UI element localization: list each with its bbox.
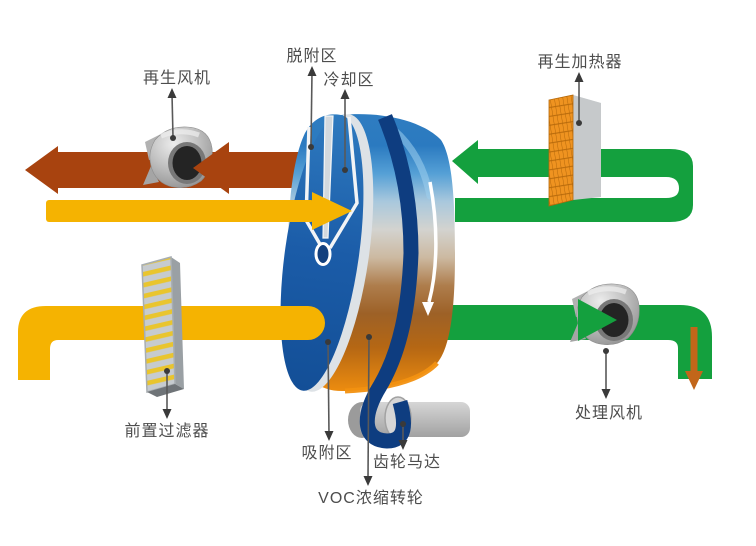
regeneration-fan (143, 127, 212, 188)
process-inlet-duct (18, 306, 325, 380)
wedge-hub (314, 242, 332, 266)
label-voc-rotor: VOC浓缩转轮 (318, 490, 424, 507)
leader-lines (162, 66, 611, 486)
exhaust-arrow-shaft (690, 327, 698, 372)
leader-regen-heater (574, 72, 584, 126)
regeneration-flow-arrowhead (452, 140, 478, 184)
leader-cooling (340, 89, 350, 173)
label-prefilter: 前置过滤器 (124, 423, 210, 440)
label-process-fan: 处理风机 (574, 405, 644, 422)
label-cooling: 冷却区 (323, 72, 375, 89)
prefilter (141, 256, 184, 397)
rotation-arrow (427, 181, 438, 303)
voc-exhaust-arrowhead-mid (193, 142, 229, 194)
zone-wedge-right-edge (328, 116, 359, 249)
label-gear-motor: 齿轮马达 (372, 454, 442, 471)
heater-side-face (573, 95, 601, 200)
process-outlet-duct-path (445, 305, 712, 379)
rotation-arrow-head (422, 302, 434, 316)
label-desorption: 脱附区 (286, 48, 338, 65)
label-adsorption: 吸附区 (301, 445, 353, 462)
prefilter-front-face (141, 256, 176, 393)
regeneration-duct-loop (455, 149, 693, 222)
cooling-air-shaft (46, 200, 314, 222)
leader-regen-fan (167, 88, 177, 141)
leader-gear-motor (398, 421, 408, 450)
leader-process-fan (601, 348, 611, 399)
regeneration-duct (452, 140, 693, 222)
drive-belt (359, 114, 419, 449)
leader-prefilter (162, 368, 172, 419)
prefilter-bottom-shadow (147, 384, 184, 397)
regeneration-heater (548, 94, 601, 207)
rotor-bottom-edge (344, 361, 439, 394)
heater-coil-face (548, 94, 574, 207)
leader-adsorption (324, 339, 334, 441)
cooling-air-duct (46, 192, 352, 230)
process-outlet-duct (445, 305, 712, 390)
voc-exhaust-arrowhead-left (25, 146, 58, 194)
leader-voc-rotor (363, 334, 373, 486)
exhaust-arrow-head (685, 371, 703, 390)
label-regen-heater: 再生加热器 (537, 54, 623, 71)
process-flow-arrowhead (578, 299, 617, 341)
label-regen-fan: 再生风机 (142, 70, 212, 87)
leader-desorption (307, 66, 317, 150)
cooling-air-arrowhead (312, 192, 352, 230)
